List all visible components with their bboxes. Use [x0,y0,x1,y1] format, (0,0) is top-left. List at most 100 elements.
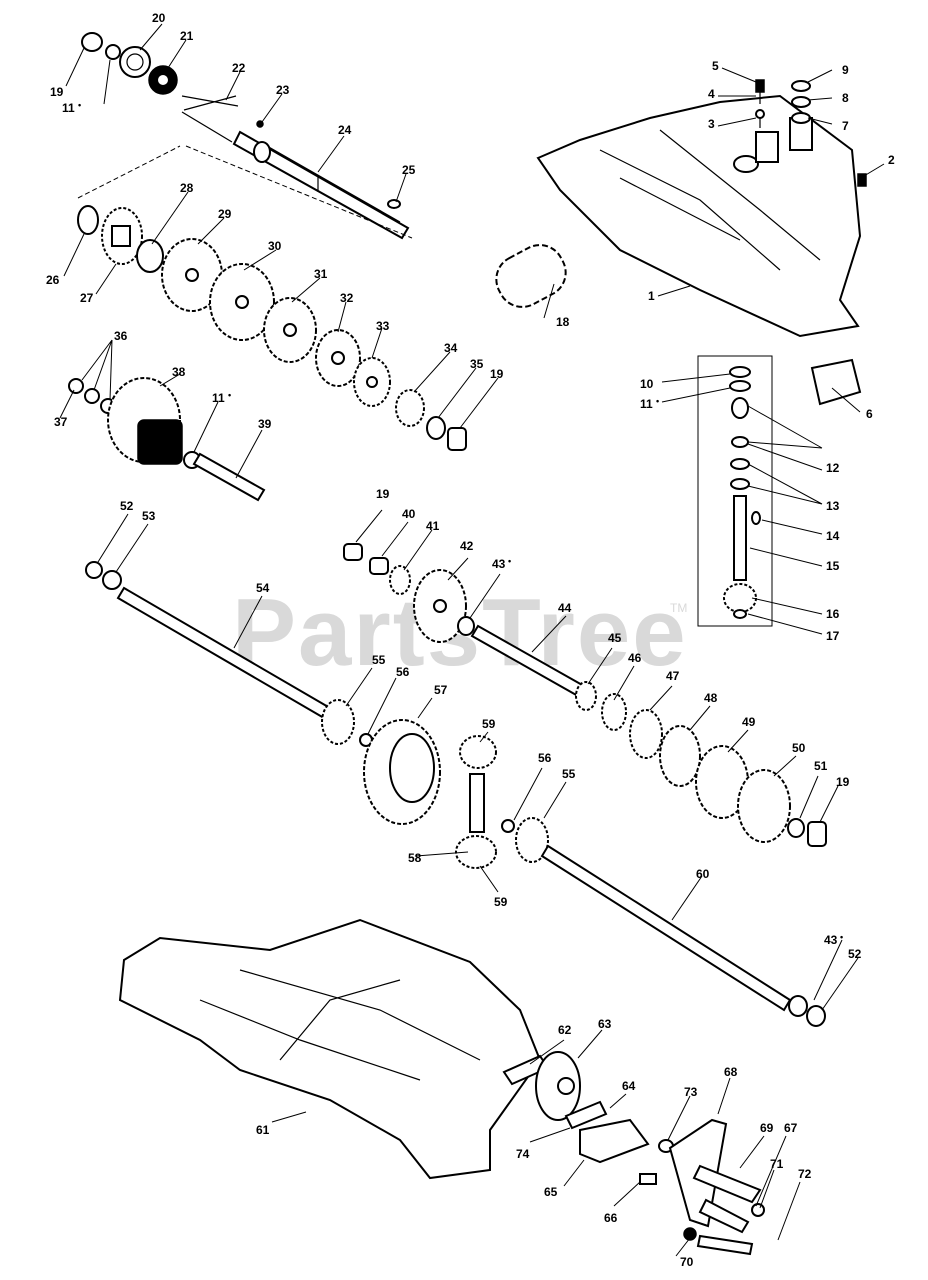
gear-stack [77,205,467,451]
callout-21: 21 [180,29,194,43]
callout-54: 54 [256,581,270,595]
callout-19: 19 [490,367,504,381]
callout-60: 60 [696,867,710,881]
callout-46: 46 [628,651,642,665]
callout-30: 30 [268,239,282,253]
callout-25: 25 [402,163,416,177]
callout-labels: 1911•20212223242526272829303132333435193… [46,11,895,1269]
callout-72: 72 [798,1167,812,1181]
callout-61: 61 [256,1123,270,1137]
callout-57: 57 [434,683,448,697]
callout-13: 13 [826,499,840,513]
callout-24: 24 [338,123,352,137]
callout-35: 35 [470,357,484,371]
callout-74: 74 [516,1147,530,1161]
callout-50: 50 [792,741,806,755]
top-shaft-assembly [81,32,410,240]
callout-32: 32 [340,291,354,305]
callout-49: 49 [742,715,756,729]
callout-44: 44 [558,601,572,615]
callout-33: 33 [376,319,390,333]
callout-51: 51 [814,759,828,773]
callout-12: 12 [826,461,840,475]
callout-58: 58 [408,851,422,865]
callout-53: 53 [142,509,156,523]
callout-6: 6 [866,407,873,421]
drive-chain [495,244,567,308]
callout-22: 22 [232,61,246,75]
callout-19: 19 [50,85,64,99]
callout-40: 40 [402,507,416,521]
callout-48: 48 [704,691,718,705]
callout-43: 43 [824,933,838,947]
callout-64: 64 [622,1079,636,1093]
callout-73: 73 [684,1085,698,1099]
callout-marker: • [78,100,81,110]
callout-19: 19 [376,487,390,501]
callout-8: 8 [842,91,849,105]
callout-2: 2 [888,153,895,167]
differential [321,699,826,1027]
callout-11: 11 [640,397,653,411]
leader-lines [59,23,885,1257]
callout-42: 42 [460,539,474,553]
callout-65: 65 [544,1185,558,1199]
callout-9: 9 [842,63,849,77]
callout-59: 59 [482,717,496,731]
callout-69: 69 [760,1121,774,1135]
callout-18: 18 [556,315,570,329]
callout-7: 7 [842,119,849,133]
upper-housing [536,79,867,338]
callout-67: 67 [784,1121,798,1135]
callout-62: 62 [558,1023,572,1037]
callout-68: 68 [724,1065,738,1079]
callout-10: 10 [640,377,654,391]
callout-27: 27 [80,291,94,305]
callout-52: 52 [848,947,862,961]
callout-56: 56 [396,665,410,679]
callout-31: 31 [314,267,328,281]
callout-26: 26 [46,273,60,287]
callout-marker: • [656,396,659,406]
callout-63: 63 [598,1017,612,1031]
callout-37: 37 [54,415,68,429]
callout-20: 20 [152,11,166,25]
callout-70: 70 [680,1255,694,1269]
callout-38: 38 [172,365,186,379]
callout-1: 1 [648,289,655,303]
callout-39: 39 [258,417,272,431]
callout-43: 43 [492,557,506,571]
callout-56: 56 [538,751,552,765]
shift-assembly [697,355,862,627]
callout-47: 47 [666,669,680,683]
watermark-trademark: TM [670,601,687,615]
callout-11: 11 [212,391,225,405]
callout-14: 14 [826,529,840,543]
callout-55: 55 [562,767,576,781]
callout-marker: • [508,556,511,566]
callout-36: 36 [114,329,128,343]
callout-28: 28 [180,181,194,195]
callout-59: 59 [494,895,508,909]
callout-66: 66 [604,1211,618,1225]
callout-17: 17 [826,629,840,643]
callout-3: 3 [708,117,715,131]
callout-71: 71 [770,1157,784,1171]
callout-5: 5 [712,59,719,73]
brake-assembly [502,1051,765,1256]
callout-4: 4 [708,87,715,101]
countershaft-gears [343,543,827,847]
callout-19: 19 [836,775,850,789]
callout-11: 11 [62,101,75,115]
callout-16: 16 [826,607,840,621]
callout-15: 15 [826,559,840,573]
callout-29: 29 [218,207,232,221]
callout-marker: • [840,932,843,942]
cluster-gear [68,377,266,502]
callout-34: 34 [444,341,458,355]
callout-52: 52 [120,499,134,513]
callout-41: 41 [426,519,440,533]
callout-23: 23 [276,83,290,97]
callout-marker: • [228,390,231,400]
